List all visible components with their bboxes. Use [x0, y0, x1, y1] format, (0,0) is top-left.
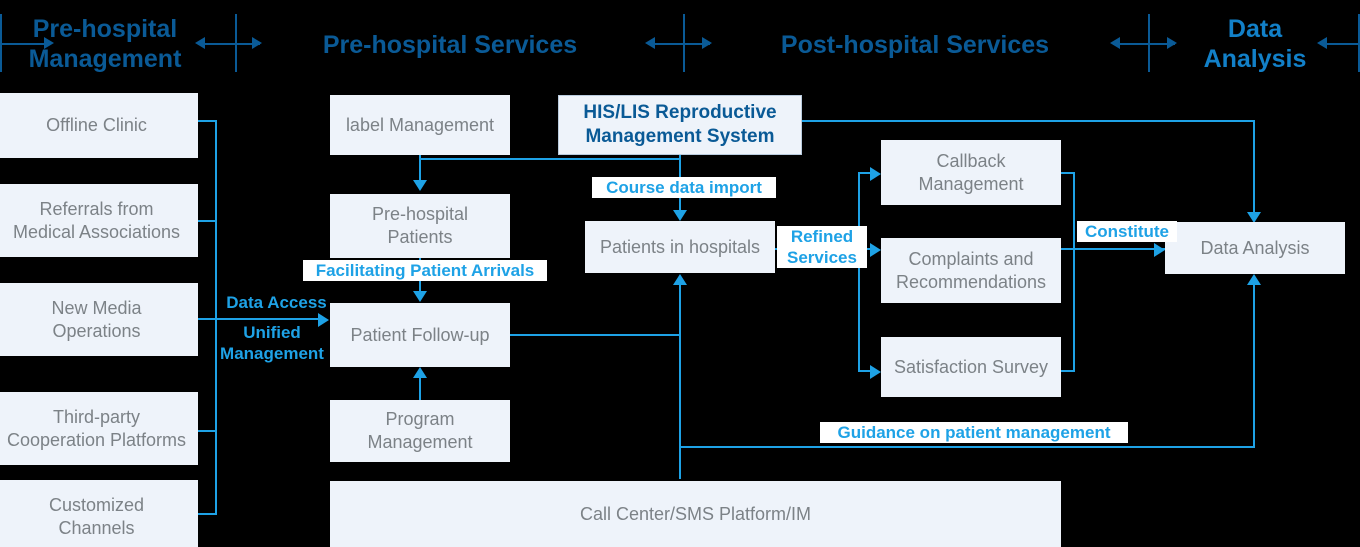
line-guidance-vertical-left	[679, 334, 681, 479]
arrowhead-follow-up-top	[413, 291, 427, 302]
header-data-analysis: Data Analysis	[1203, 15, 1307, 73]
line-bar-to-pre-hospital-patients	[419, 158, 680, 160]
arrowhead-left-1	[195, 37, 205, 49]
arrowhead-left-2	[645, 37, 655, 49]
box-data-analysis[interactable]: Data Analysis	[1165, 222, 1345, 274]
arrowhead-satisfaction-left	[870, 365, 881, 379]
arrowhead-data-analysis-left	[1154, 243, 1165, 257]
box-callback-management[interactable]: Callback Management	[881, 140, 1061, 205]
arrowhead-patients-in-hospitals-bottom	[673, 274, 687, 285]
header-post-hospital-services: Post-hospital Services	[780, 31, 1050, 59]
line-callback-to-merge	[1061, 172, 1075, 174]
header-pre-hospital-services: Pre-hospital Services	[322, 31, 578, 59]
edge-label-facilitating-patient-arrivals: Facilitating Patient Arrivals	[303, 260, 547, 281]
arrowhead-data-analysis-top	[1247, 212, 1261, 223]
box-customized-channels[interactable]: Customized Channels	[0, 480, 198, 547]
arrowhead-left-3	[1110, 37, 1120, 49]
arrowhead-right-2	[702, 37, 712, 49]
arrowhead-right-3	[1167, 37, 1177, 49]
divider-arrow-left-edge	[0, 43, 46, 45]
edge-label-course-data-import: Course data import	[592, 177, 776, 198]
arrowhead-follow-up-bottom	[413, 367, 427, 378]
box-patients-in-hospitals[interactable]: Patients in hospitals	[585, 221, 775, 273]
edge-label-unified-management: Unified Management	[220, 323, 324, 363]
line-fanout-trunk	[858, 172, 860, 372]
line-follow-up-right	[510, 334, 681, 336]
arrowhead-follow-up-left	[318, 313, 329, 327]
line-up-to-patients-in-hospitals	[679, 285, 681, 334]
line-bar-down-to-patients	[419, 158, 421, 180]
line-fanout-to-callback	[858, 172, 872, 174]
divider-arrow-1	[198, 43, 260, 45]
arrowhead-pre-hospital-patients-top	[413, 180, 427, 191]
stub-new-media	[198, 318, 217, 320]
arrowhead-patients-in-hospitals-top	[673, 210, 687, 221]
box-his-lis-system[interactable]: HIS/LIS Reproductive Management System	[558, 95, 802, 155]
line-data-access-to-follow-up	[215, 318, 319, 320]
line-merge-to-data-analysis	[1061, 248, 1165, 250]
line-guidance-up-to-data-analysis	[1253, 285, 1255, 446]
box-call-center[interactable]: Call Center/SMS Platform/IM	[330, 481, 1061, 547]
edge-label-refined-services: Refined Services	[777, 226, 867, 268]
box-satisfaction-survey[interactable]: Satisfaction Survey	[881, 337, 1061, 397]
line-fanout-to-satisfaction	[858, 370, 872, 372]
box-new-media-operations[interactable]: New Media Operations	[0, 283, 198, 356]
stub-customized	[198, 513, 217, 515]
divider-arrow-2	[648, 43, 710, 45]
stub-third-party	[198, 430, 217, 432]
edge-label-constitute: Constitute	[1077, 221, 1177, 242]
line-merge-trunk	[1073, 172, 1075, 372]
arrowhead-left-right-edge	[1317, 37, 1327, 49]
line-satisfaction-to-merge	[1061, 370, 1075, 372]
box-complaints-recommendations[interactable]: Complaints and Recommendations	[881, 238, 1061, 303]
box-program-management[interactable]: Program Management	[330, 400, 510, 462]
box-offline-clinic[interactable]: Offline Clinic	[0, 93, 198, 158]
line-down-to-data-analysis	[1253, 120, 1255, 213]
line-his-lis-to-data-analysis	[802, 120, 1255, 122]
box-label-management[interactable]: label Management	[330, 95, 510, 155]
box-referrals-medical-associations[interactable]: Referrals from Medical Associations	[0, 184, 198, 257]
edge-label-data-access: Data Access	[226, 293, 327, 312]
left-bus-trunk	[215, 120, 217, 515]
box-patient-follow-up[interactable]: Patient Follow-up	[330, 303, 510, 367]
header-pre-hospital-management: Pre-hospital Management	[28, 15, 182, 73]
divider-arrow-right-edge	[1320, 43, 1360, 45]
stub-offline-clinic	[198, 120, 217, 122]
arrowhead-right-left-edge	[44, 37, 54, 49]
box-third-party-cooperation-platforms[interactable]: Third-party Cooperation Platforms	[0, 392, 198, 465]
line-label-mgmt-down	[419, 155, 421, 160]
line-guidance-horizontal	[679, 446, 1255, 448]
arrowhead-data-analysis-bottom	[1247, 274, 1261, 285]
box-pre-hospital-patients[interactable]: Pre-hospital Patients	[330, 194, 510, 258]
arrowhead-callback-left	[870, 167, 881, 181]
stub-referrals	[198, 220, 217, 222]
divider-arrow-3	[1113, 43, 1175, 45]
line-his-lis-down-to-bar	[679, 155, 681, 160]
arrowhead-complaints-left	[870, 243, 881, 257]
line-program-to-follow-up	[419, 378, 421, 400]
arrowhead-right-1	[252, 37, 262, 49]
edge-label-guidance: Guidance on patient management	[820, 422, 1128, 443]
